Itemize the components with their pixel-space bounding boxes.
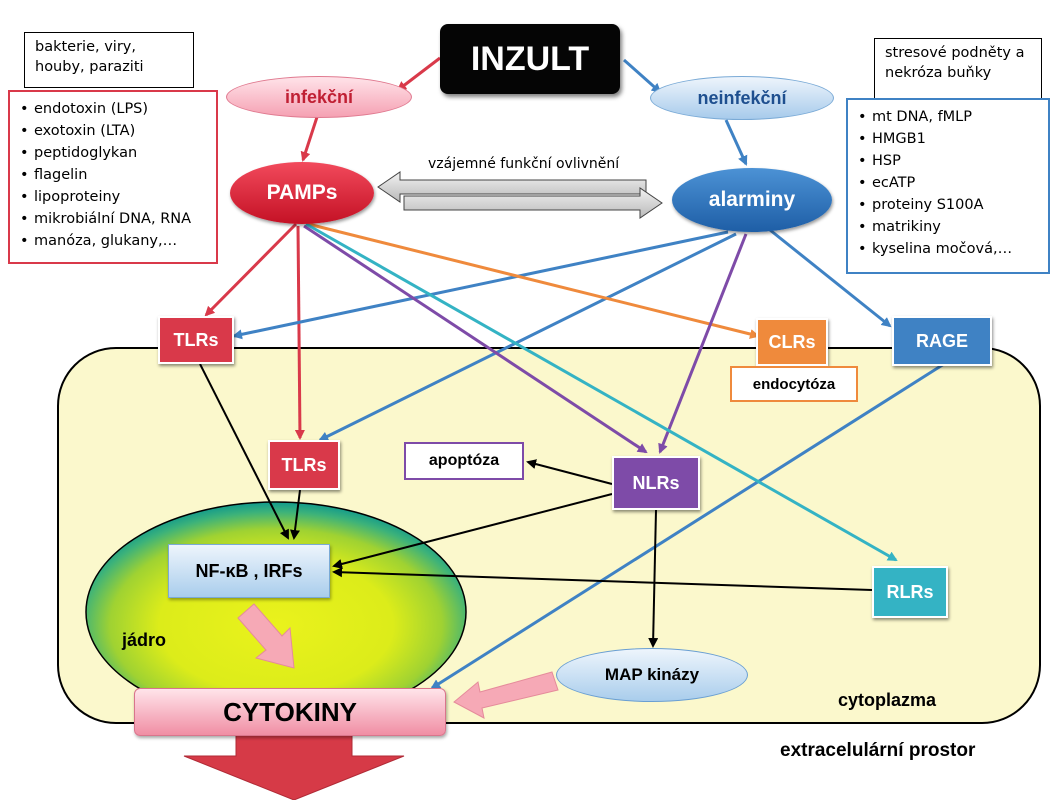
arrow-nlrs-mapk [648, 509, 659, 648]
pamps-label: PAMPs [266, 181, 338, 204]
mutual-influence-label: vzájemné funkční ovlivnění [428, 156, 620, 172]
alarmins-list-item: mt DNA, fMLP [858, 106, 1040, 128]
alarmins-list-item: proteiny S100A [858, 194, 1040, 216]
rage-label: RAGE [915, 330, 968, 351]
purple-arrows [303, 224, 748, 454]
apoptosis-label: apoptóza [428, 452, 500, 469]
inzult-title: INZULT [470, 39, 590, 78]
cytoplasm-label: cytoplazma [838, 690, 937, 710]
pamps-list-box: endotoxin (LPS) exotoxin (LTA) peptidogl… [8, 90, 218, 264]
endocytosis-box: endocytóza [730, 366, 858, 402]
stress-note: stresové podněty a nekróza buňky [874, 38, 1042, 100]
arrow-inzult-infekcni [396, 56, 441, 92]
infectious-ellipse: infekční [226, 76, 412, 118]
nlrs-receptor: NLRs [612, 456, 700, 510]
cytokines-label: CYTOKINY [223, 696, 357, 727]
pamps-list-item: peptidoglykan [20, 142, 208, 164]
nucleus-label: jádro [122, 630, 167, 650]
arrow-nlrs-apoptoza [526, 459, 613, 485]
apoptosis-box: apoptóza [404, 442, 524, 480]
alarmins-list-item: HMGB1 [858, 128, 1040, 150]
arrow-pamps-clrs [307, 222, 760, 339]
tlrs-membrane-receptor: TLRs [158, 316, 234, 364]
noninfectious-ellipse: neinfekční [650, 76, 834, 120]
pamps-list-item: lipoproteiny [20, 186, 208, 208]
alarmins-list-item: ecATP [858, 172, 1040, 194]
pamps-list-item: manóza, glukany,… [20, 230, 208, 252]
arrow-pamps-nlrs [303, 224, 648, 454]
arrow-alarminy-nlrs [658, 233, 748, 454]
tlrs-membrane-label: TLRs [173, 329, 219, 350]
inzult-box: INZULT [440, 24, 620, 94]
arrow-infekcni-pamps [300, 113, 320, 162]
alarmins-list-item: kyselina močová,… [858, 238, 1040, 260]
extracellular-label: extracelulární prostor [780, 740, 976, 761]
red-arrows [204, 56, 441, 440]
alarmins-ellipse: alarminy [672, 168, 832, 232]
rage-receptor: RAGE [892, 316, 992, 366]
arrow-alarminy-rage [769, 228, 892, 328]
pamps-ellipse: PAMPs [230, 162, 374, 224]
arrow-neinfekcni-alarminy [724, 119, 748, 166]
arrow-tlrs-membrane-nfkb [199, 363, 289, 540]
arrow-alarminy-tlrs-membrane [232, 230, 729, 340]
arrow-nlrs-nfkb [332, 493, 613, 569]
map-kinases-label: MAP kinázy [604, 665, 700, 684]
alarmins-label: alarminy [708, 188, 796, 211]
pamps-list-item: exotoxin (LTA) [20, 120, 208, 142]
alarmins-list-item: matrikiny [858, 216, 1040, 238]
mutual-arrow-left [377, 171, 647, 203]
stress-note-text: stresové podněty a nekróza buňky [885, 45, 1025, 81]
black-arrows [199, 363, 873, 648]
rlrs-receptor: RLRs [872, 566, 948, 618]
arrow-pamps-rlrs [305, 222, 898, 562]
tlrs-internal-receptor: TLRs [268, 440, 340, 490]
map-kinases-ellipse: MAP kinázy [556, 648, 748, 702]
transcription-factors-label: NF-κB , IRFs [195, 560, 303, 581]
nlrs-label: NLRs [632, 472, 680, 493]
arrow-alarminy-tlrs-internal [318, 232, 737, 442]
alarmins-list-item: HSP [858, 150, 1040, 172]
arrow-pamps-tlrs-membrane [204, 222, 298, 317]
noninfectious-label: neinfekční [697, 87, 787, 108]
pamps-list-item: endotoxin (LPS) [20, 98, 208, 120]
transcription-factors-box: NF-κB , IRFs [168, 544, 330, 598]
rlrs-label: RLRs [886, 581, 934, 602]
pink-arrow-nfkb-cytokiny [237, 603, 295, 669]
pathogens-note-text: bakterie, viry, houby, paraziti [35, 39, 144, 75]
mutual-arrow-right [403, 187, 663, 219]
clrs-label: CLRs [768, 331, 816, 352]
clrs-receptor: CLRs [756, 318, 828, 366]
blue-arrows [232, 58, 945, 690]
pamps-list-item: mikrobiální DNA, RNA [20, 208, 208, 230]
arrow-inzult-neinfekcni [623, 58, 662, 94]
pink-arrow-mapk-cytokiny [453, 671, 559, 719]
cytokines-box: CYTOKINY [134, 688, 446, 736]
arrow-rlrs-nfkb [332, 567, 873, 591]
tlrs-internal-label: TLRs [281, 454, 327, 475]
endocytosis-label: endocytóza [752, 375, 836, 393]
arrow-tlrs-internal-nfkb [290, 489, 301, 540]
arrow-rage-cytokiny [430, 362, 945, 690]
arrow-pamps-tlrs-internal [294, 225, 305, 440]
pamps-list-item: flagelin [20, 164, 208, 186]
pathogens-note: bakterie, viry, houby, paraziti [24, 32, 194, 88]
alarmins-list-box: mt DNA, fMLP HMGB1 HSP ecATP proteiny S1… [846, 98, 1050, 274]
infectious-label: infekční [284, 86, 354, 107]
